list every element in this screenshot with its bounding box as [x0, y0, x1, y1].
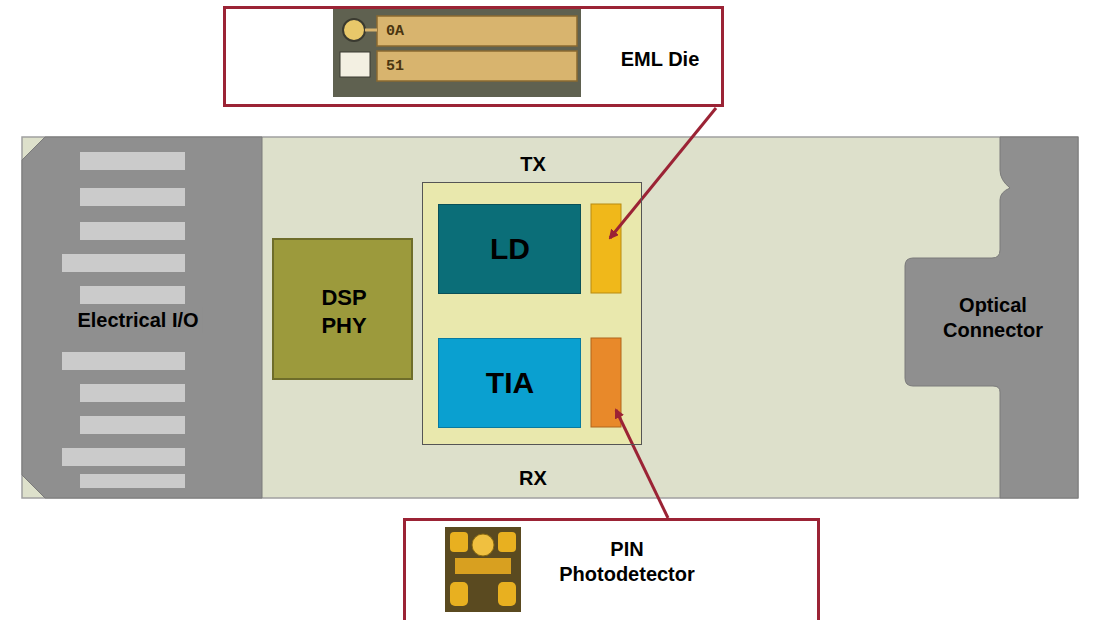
driver-box: LD [438, 204, 581, 294]
node-label: RX [519, 466, 547, 491]
eml-chip [591, 204, 621, 293]
die-marking: 51 [386, 59, 404, 74]
tosa-rosa-area [422, 182, 642, 445]
dsp-box: DSP PHY [272, 238, 413, 380]
node-label: Optical Connector [943, 293, 1043, 343]
node-label: Electrical I/O [73, 307, 202, 334]
pin-die-photo [445, 527, 521, 612]
callout-box: PIN Photodetector [403, 518, 820, 620]
callout-ground [224, 7, 723, 106]
node-label: TX [520, 152, 546, 177]
die-marking: 0A [386, 24, 404, 39]
node-label: LD [490, 230, 530, 268]
node-label: EML Die [621, 47, 700, 72]
node-label: PIN Photodetector [559, 537, 695, 587]
module-body [22, 137, 1078, 498]
node-label: TIA [486, 364, 534, 402]
callout-box: EML Die [223, 6, 724, 107]
tia-box: TIA [438, 338, 581, 428]
leader-arrow [616, 410, 668, 518]
callout-ground [404, 519, 819, 620]
node-label: DSP PHY [321, 284, 366, 339]
optics-area: TXRXLDTIA [422, 182, 642, 445]
optical-receptacle [905, 137, 1078, 498]
eml-die-photo [333, 9, 581, 97]
electrical-edge [22, 137, 262, 498]
optical-connector-region: Optical Connector [905, 137, 1078, 498]
leader-arrow [610, 108, 716, 238]
electrical-io-region: Electrical I/O [22, 137, 262, 498]
